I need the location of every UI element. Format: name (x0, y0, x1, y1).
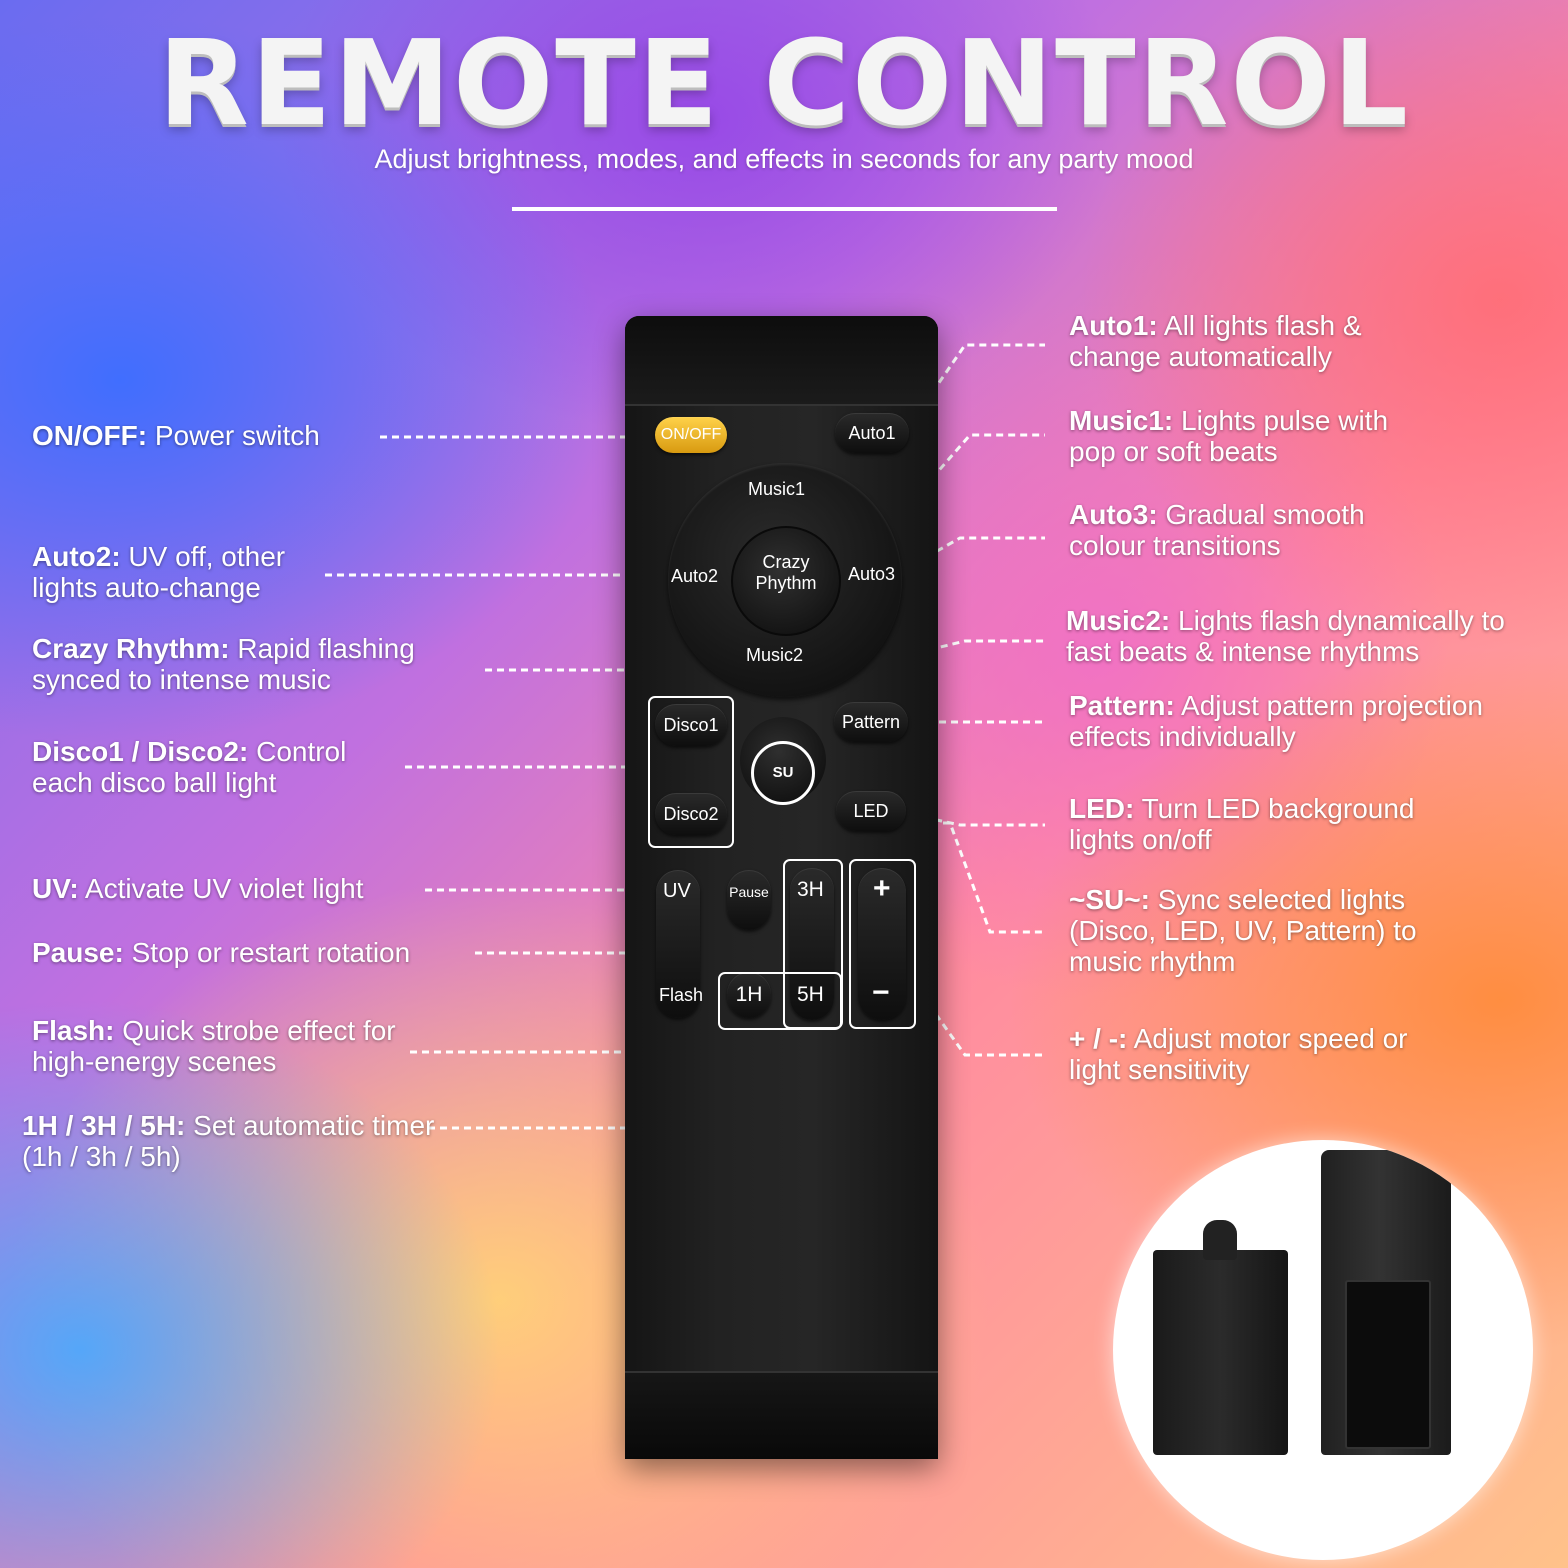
timer-5h-button[interactable]: 5H (797, 983, 824, 1006)
battery-compartment-photo (1113, 1140, 1533, 1560)
crazy-rhythm-button[interactable]: Crazy Phythm (731, 526, 841, 636)
pause-button[interactable]: Pause (727, 870, 771, 930)
battery-cover-latch (1203, 1220, 1237, 1260)
flash-button[interactable]: Flash (659, 985, 704, 1005)
label-auto3: Auto3: Gradual smooth colour transitions (1069, 499, 1365, 561)
led-button[interactable]: LED (836, 791, 906, 831)
speed-rocker (858, 868, 906, 1020)
label-crazy-rhythm: Crazy Rhythm: Rapid flashing synced to i… (32, 633, 415, 695)
label-music1: Music1: Lights pulse with pop or soft be… (1069, 405, 1389, 467)
label-speed: + / -: Adjust motor speed or light sensi… (1069, 1023, 1408, 1085)
remote-top-cap (625, 316, 938, 406)
disco-highlight-frame (648, 696, 734, 848)
label-timer: 1H / 3H / 5H: Set automatic timer (1h / … (22, 1110, 435, 1172)
timer-rocker (790, 868, 834, 1020)
label-on-off: ON/OFF: Power switch (32, 420, 320, 451)
music2-button[interactable]: Music2 (746, 645, 804, 665)
plus-button[interactable]: + (873, 872, 891, 905)
speed-highlight-frame (849, 859, 916, 1029)
on-off-button[interactable]: ON/OFF (655, 417, 727, 453)
label-disco: Disco1 / Disco2: Control each disco ball… (32, 736, 347, 798)
disco1-button[interactable]: Disco1 (655, 704, 727, 746)
title-divider (512, 207, 1057, 211)
disco2-button[interactable]: Disco2 (655, 793, 727, 835)
auto3-button[interactable]: Auto3 (848, 564, 896, 584)
pattern-button[interactable]: Pattern (834, 702, 908, 742)
label-uv: UV: Activate UV violet light (32, 873, 364, 904)
label-flash: Flash: Quick strobe effect for high-ener… (32, 1015, 396, 1077)
timer-1h-button[interactable]: 1H (727, 972, 771, 1018)
battery-bay (1345, 1280, 1431, 1449)
page-subtitle: Adjust brightness, modes, and effects in… (374, 144, 1194, 174)
auto1-button[interactable]: Auto1 (835, 413, 909, 453)
label-led: LED: Turn LED background lights on/off (1069, 793, 1415, 855)
timer-highlight-frame-bottom (718, 972, 842, 1030)
timer-3h-button[interactable]: 3H (797, 878, 824, 901)
uv-button[interactable]: UV (663, 880, 691, 902)
label-auto1: Auto1: All lights flash & change automat… (1069, 310, 1362, 372)
auto2-button[interactable]: Auto2 (671, 566, 719, 586)
minus-button[interactable]: − (872, 976, 890, 1009)
label-su: ~SU~: Sync selected lights (Disco, LED, … (1069, 884, 1417, 977)
line-auto1 (903, 343, 1045, 433)
line-led (899, 810, 1045, 827)
label-music2: Music2: Lights flash dynamically to fast… (1066, 605, 1505, 667)
music1-button[interactable]: Music1 (748, 479, 806, 499)
line-su (776, 808, 1045, 934)
su-sync-icon: SU (751, 741, 815, 805)
battery-cover (1153, 1250, 1288, 1455)
page-title: REMOTE CONTROL (158, 14, 1410, 152)
label-pause: Pause: Stop or restart rotation (32, 937, 411, 968)
remote-bottom-cap (625, 1371, 938, 1459)
uv-flash-rocker (656, 870, 700, 1018)
label-auto2: Auto2: UV off, other lights auto-change (32, 541, 286, 603)
label-pattern: Pattern: Adjust pattern projection effec… (1069, 690, 1483, 752)
